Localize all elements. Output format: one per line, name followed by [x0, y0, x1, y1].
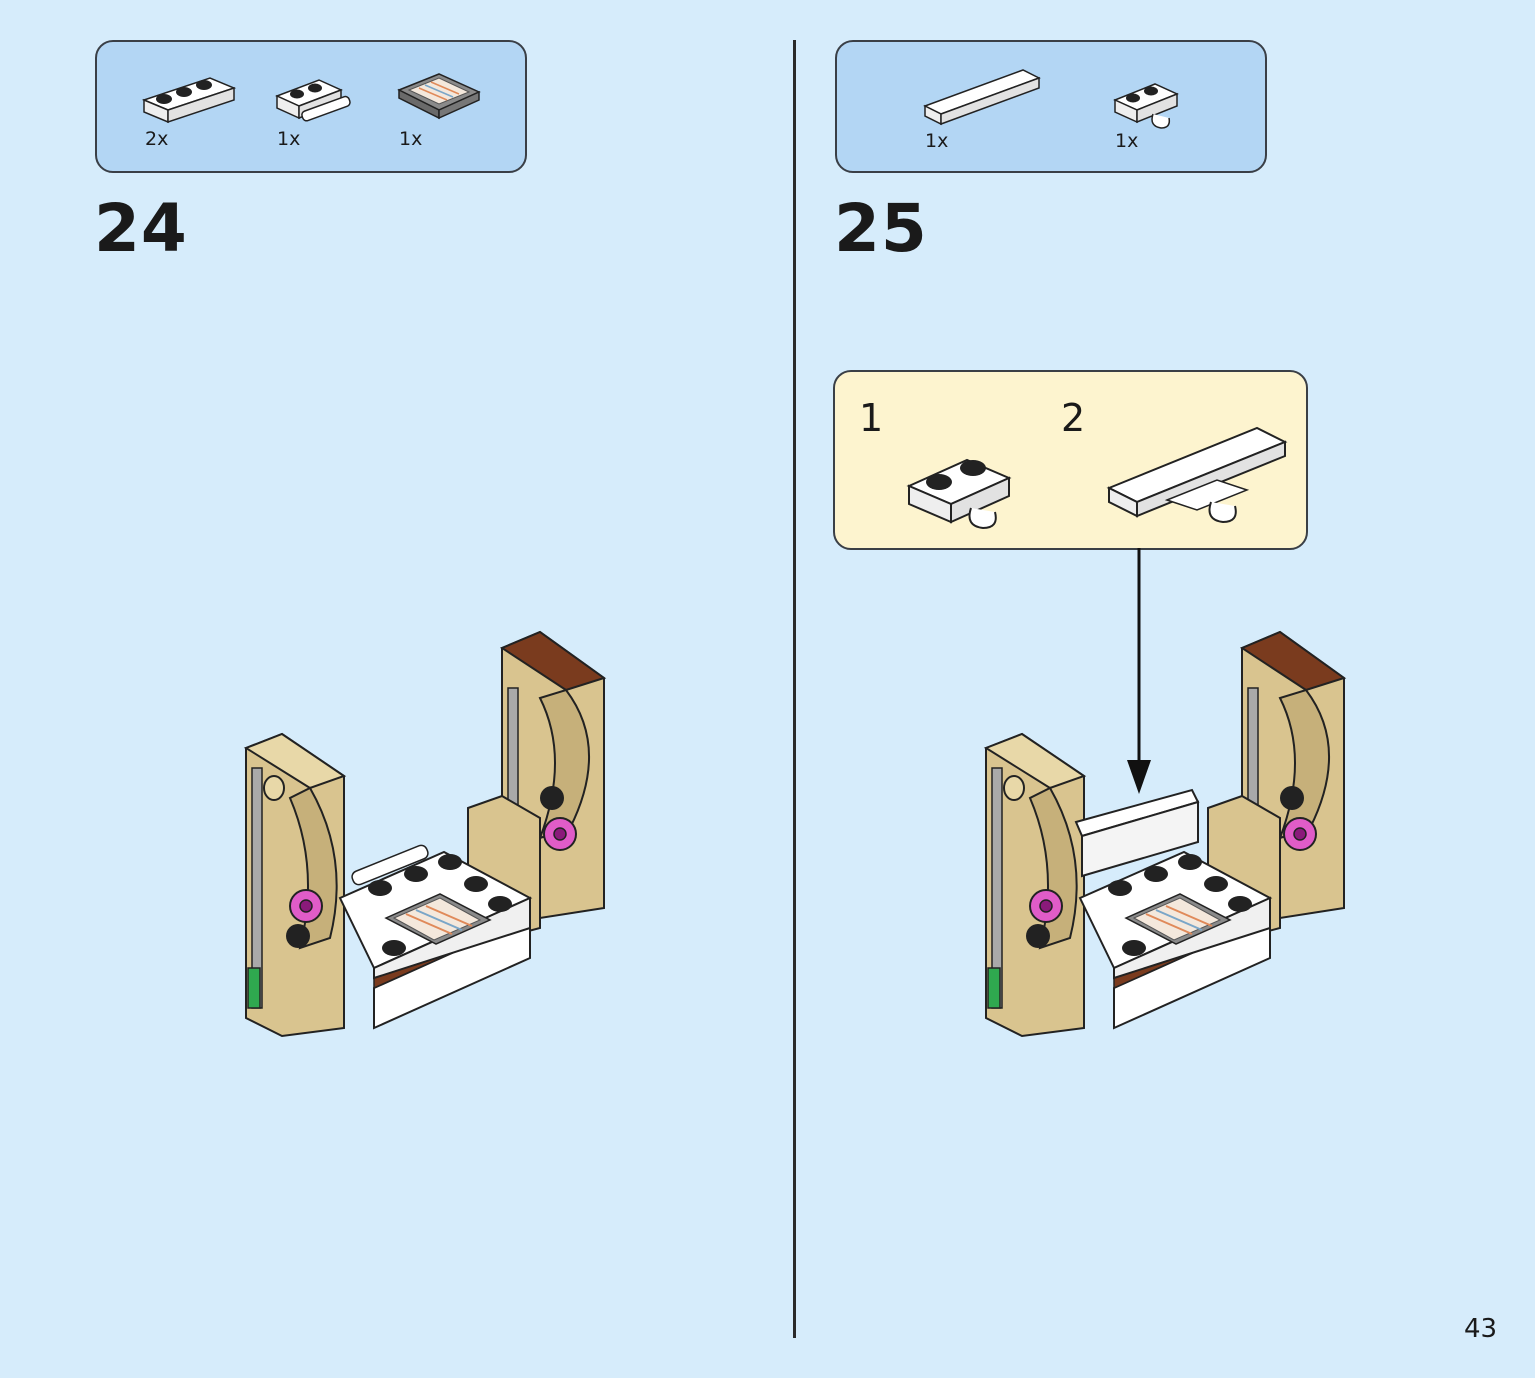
tile-1x4-icon	[923, 69, 1041, 126]
step-24-parts-box: 2x 1x 1x	[95, 40, 527, 173]
step-divider	[793, 40, 796, 1338]
step-25-model	[983, 630, 1347, 1038]
step-24-model	[243, 630, 607, 1038]
part-qty: 1x	[1115, 130, 1139, 152]
part-qty: 1x	[925, 130, 949, 152]
step-number-24: 24	[94, 190, 188, 267]
sub-step-1-plate-clip	[906, 458, 1012, 530]
sub-assembly-box: 1 2	[833, 370, 1308, 550]
sub-step-number: 1	[859, 396, 884, 440]
placement-arrow	[1127, 548, 1151, 794]
plate-1x3-icon	[141, 77, 237, 124]
plate-with-bar-icon	[275, 79, 351, 122]
step-25-parts-box: 1x 1x	[835, 40, 1267, 173]
plate-with-clip-icon	[1113, 83, 1179, 129]
part-qty: 1x	[399, 128, 423, 150]
page-number: 43	[1464, 1314, 1498, 1344]
part-qty: 1x	[277, 128, 301, 150]
sub-step-number: 2	[1061, 396, 1086, 440]
part-qty: 2x	[145, 128, 169, 150]
printed-tile-icon	[397, 73, 481, 120]
step-number-25: 25	[834, 190, 928, 267]
sub-step-2-tile-clip	[1106, 426, 1288, 524]
